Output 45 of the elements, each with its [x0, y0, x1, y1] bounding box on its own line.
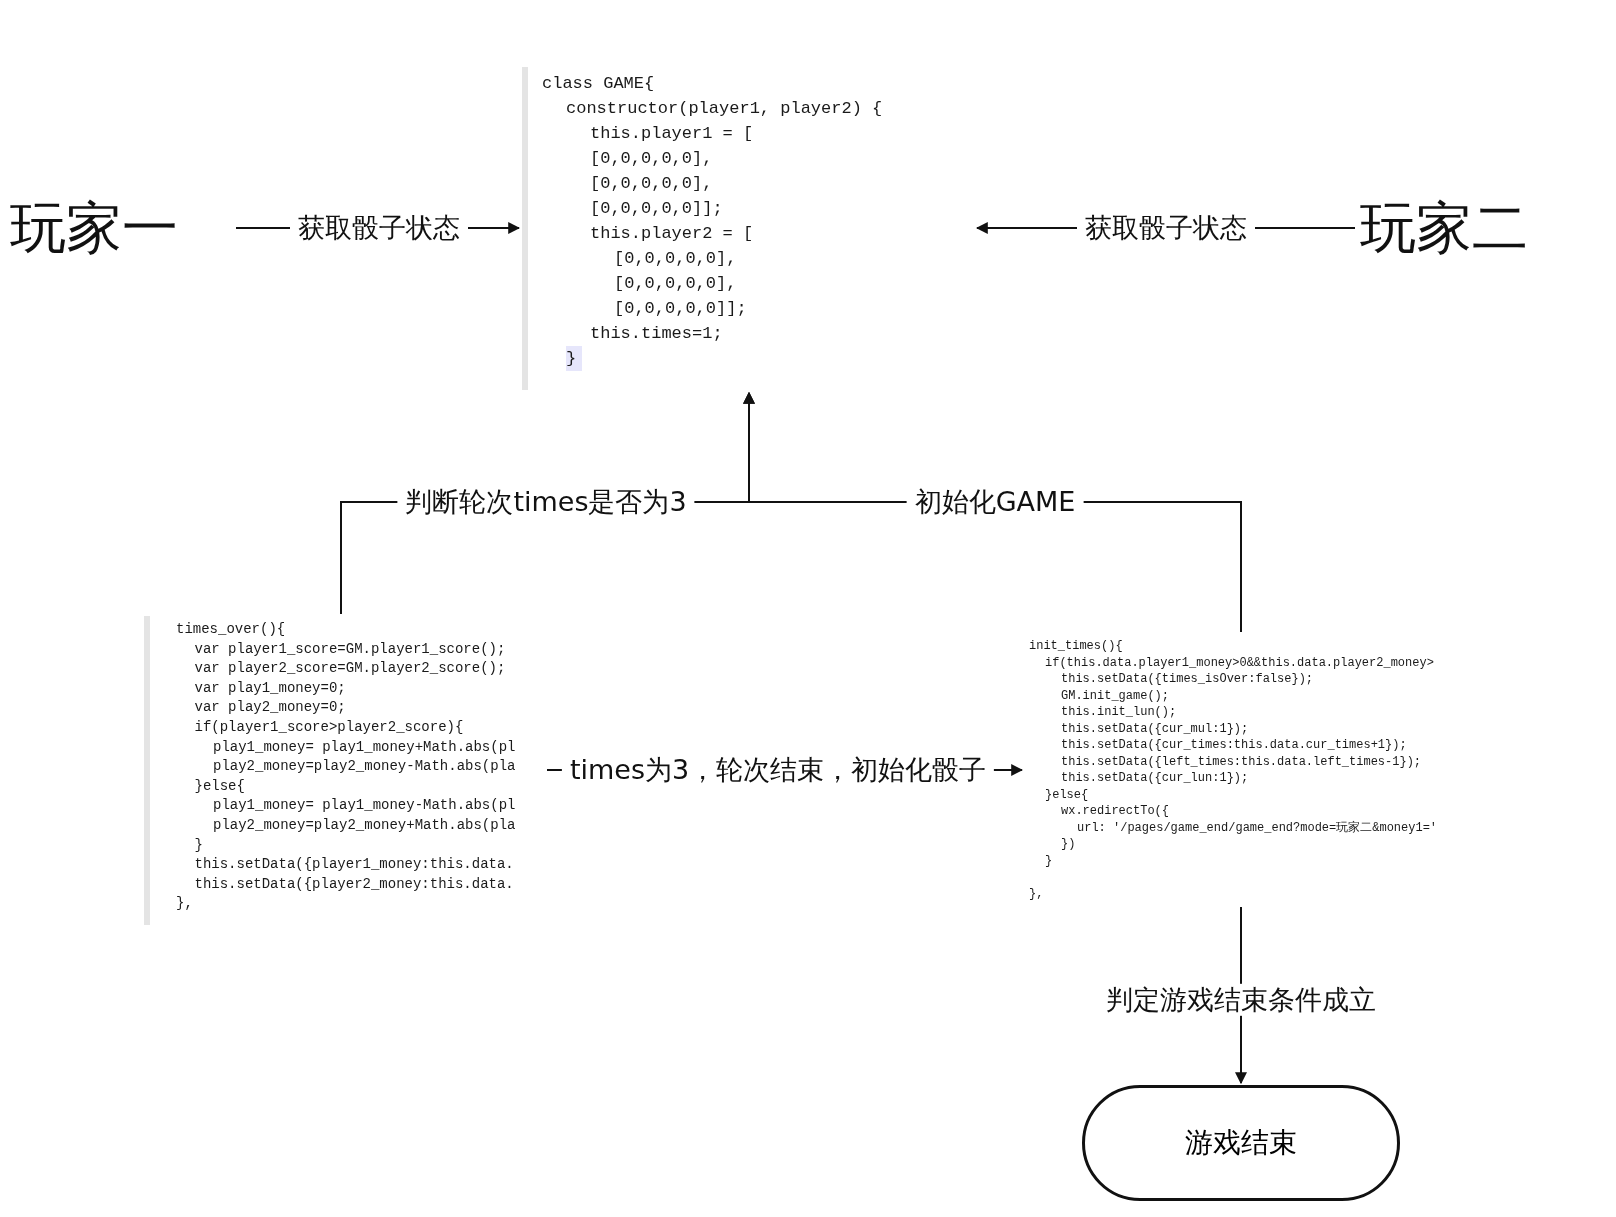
code-line: this.setData({times_isOver:false});	[1061, 671, 1314, 688]
code-line: },	[1029, 885, 1044, 902]
code-line: this.init_lun();	[1061, 704, 1177, 721]
code-line: [0,0,0,0,0],	[614, 273, 737, 295]
code-line: var player2_score=GM.player2_score();	[194, 659, 506, 679]
code-line: this.player1 = [	[590, 123, 754, 145]
code-line: }else{	[1045, 786, 1089, 803]
code-line: [0,0,0,0,0]];	[614, 298, 747, 320]
code-line: play1_money= play1_money-Math.abs(pl	[213, 796, 516, 816]
code-line: this.player2 = [	[590, 223, 754, 245]
code-line: }	[1045, 852, 1053, 869]
terminal-box: 游戏结束	[1082, 1085, 1400, 1201]
code-line: }else{	[194, 776, 245, 796]
code-line: })	[1061, 836, 1076, 853]
code-line: this.setData({player1_money:this.data.	[194, 855, 514, 875]
code-line: var player1_score=GM.player1_score();	[194, 639, 506, 659]
player-label: 玩家二	[1360, 200, 1528, 256]
edge-label: 判断轮次times是否为3	[397, 485, 695, 519]
code-line: if(player1_score>player2_score){	[194, 718, 464, 737]
code-line: play1_money= play1_money+Math.abs(pl	[213, 737, 516, 757]
code-line: this.setData({cur_mul:1});	[1061, 720, 1249, 737]
code-line: [0,0,0,0,0],	[614, 248, 737, 270]
code-line: play2_money=play2_money+Math.abs(pla	[213, 816, 516, 835]
code-line: this.times=1;	[590, 323, 723, 345]
code-line: },	[176, 894, 193, 914]
code-line: this.setData({player2_money:this.data.	[194, 874, 514, 894]
code-line: times_over(){	[176, 620, 286, 639]
code-line: play2_money=play2_money-Math.abs(pla	[213, 757, 516, 777]
code-line: [0,0,0,0,0]];	[590, 198, 723, 220]
player-label: 玩家一	[10, 200, 178, 256]
code-line: [0,0,0,0,0],	[590, 148, 713, 170]
code-line: [0,0,0,0,0],	[590, 173, 713, 195]
code-line: }	[194, 835, 203, 855]
code-line: wx.redirectTo({	[1061, 803, 1170, 820]
code-line: this.setData({left_times:this.data.left_times-1});	[1061, 753, 1422, 770]
code-line: var play1_money=0;	[194, 678, 346, 698]
code-line: GM.init_game();	[1061, 687, 1170, 704]
code-line: constructor(player1, player2) {	[566, 98, 883, 120]
code-line: class GAME{	[542, 73, 655, 95]
code-line: this.setData({cur_times:this.data.cur_times+1});	[1061, 737, 1407, 754]
code-line: var play2_money=0;	[194, 698, 346, 718]
code-line: url: '/pages/game_end/game_end?mode=玩家二&money1='	[1077, 819, 1438, 836]
code-line: if(this.data.player1_money>0&&this.data.player2_money>	[1045, 654, 1434, 671]
code-line: this.setData({cur_lun:1});	[1061, 770, 1249, 787]
code-line: init_times(){	[1029, 638, 1123, 655]
